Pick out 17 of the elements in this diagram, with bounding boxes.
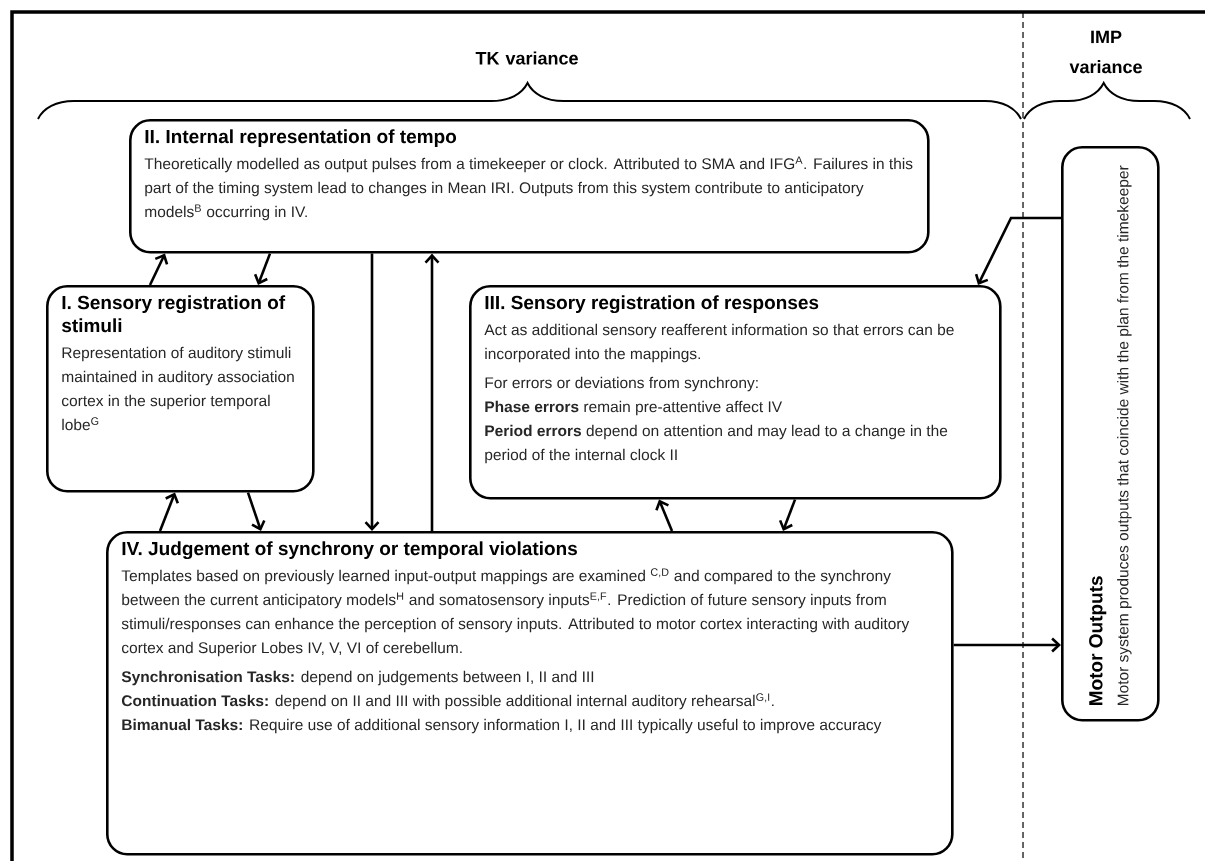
arrow xyxy=(778,499,797,531)
process-box: IV. Judgement of synchrony or temporal violations Templates based on previously learned input-output mappings are examined $^{C,D}$ and compared to the synchrony between the current anticipatory models$^{H}$ and somatosensory inputs$^{E,F}$. Prediction of future sensory inputs from stimuli/responses can enhance the perception of sensory inputs. Attributed to motor cortex interacting with auditory cortex and Superior Lobes IV, V, VI of cerebellum. Synchronisation Tasks: depend on judgements between I, II and III Continuation Tasks: depend on II and III with possible additional internal auditory rehearsal$^{G,I}$. Bimanual Tasks: Require use of additional sensory information I, II and III typically useful to improve accuracy xyxy=(106,531,954,856)
arrow xyxy=(974,216,1061,285)
process-box: III. Sensory registration of responses Act as additional sensory reafferent information so that errors can be incorporated into the mappings. For errors or deviations from synchrony: Phase errors remain pre-attentive affect IV Period errors depend on attention and may lead to a change in the period of the internal clock II xyxy=(469,285,1002,500)
process-box: II. Internal representation of tempo Theoretically modelled as output pulses from a timekeeper or clock. Attributed to SMA and IFG$^{A}$. Failures in this part of the timing system lead to changes in Mean IRI. Outputs from this system contribute to anticipatory models$^{B}$ occurring in IV. xyxy=(129,119,930,254)
arrow xyxy=(158,492,180,532)
heading: IMP variance xyxy=(1069,30,1142,74)
arrow xyxy=(953,637,1061,653)
arrow xyxy=(364,253,380,531)
arrow xyxy=(424,253,440,531)
heading: TK variance xyxy=(475,51,578,65)
output-box: Motor Outputs Motor system produces outputs that coincide with the plan from the timekeeper xyxy=(1061,146,1160,722)
arrow xyxy=(246,492,266,531)
process-box: I. Sensory registration of stimuli Representation of auditory stimuli maintained in auditory association cortex in the superior temporal lobe$^{G}$ xyxy=(46,285,315,493)
arrow xyxy=(148,253,169,286)
arrow xyxy=(655,499,674,532)
arrow xyxy=(253,253,272,285)
